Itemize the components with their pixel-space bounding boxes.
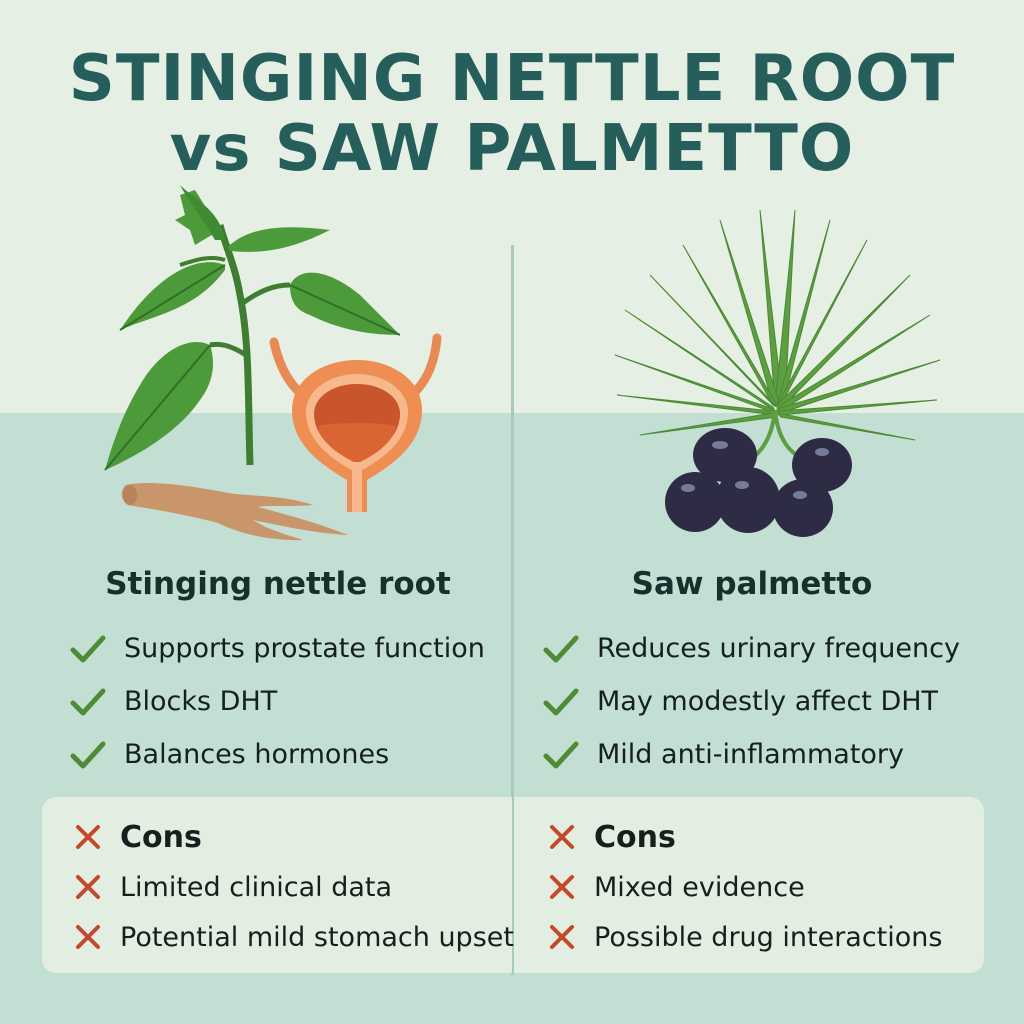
cons-heading-text: Cons <box>594 819 676 855</box>
title-line-1: STINGING NETTLE ROOT <box>68 42 956 116</box>
check-icon <box>543 688 579 715</box>
title-line-2: vs SAW PALMETTO <box>169 112 855 186</box>
check-icon <box>70 741 106 768</box>
pro-item: Balances hormones <box>70 728 485 781</box>
check-icon <box>543 635 579 662</box>
cross-icon <box>76 875 100 899</box>
pro-text: Blocks DHT <box>124 686 278 717</box>
con-item: Possible drug interactions <box>548 912 942 962</box>
left-pros-list: Supports prostate function Blocks DHT Ba… <box>70 622 485 781</box>
right-cons-box <box>514 797 984 973</box>
root-icon <box>121 482 349 541</box>
con-text: Mixed evidence <box>594 871 805 903</box>
left-cons-box <box>42 797 512 973</box>
pro-item: Blocks DHT <box>70 675 485 728</box>
right-cons-list: Cons Mixed evidence Possible drug intera… <box>548 812 942 962</box>
con-item: Potential mild stomach upset <box>74 912 514 962</box>
bladder-prostate-icon <box>269 333 442 512</box>
cross-icon <box>550 825 574 849</box>
pro-text: Reduces urinary frequency <box>597 633 960 664</box>
page-title: STINGING NETTLE ROOT vs SAW PALMETTO <box>0 44 1024 184</box>
left-column-title: Stinging nettle root <box>105 566 451 602</box>
pro-item: Mild anti-inflammatory <box>543 728 960 781</box>
cross-icon <box>550 925 574 949</box>
right-column-title: Saw palmetto <box>631 566 873 602</box>
nettle-plant-icon <box>104 185 400 471</box>
cross-icon <box>76 825 100 849</box>
con-text: Potential mild stomach upset <box>120 921 514 953</box>
column-divider <box>511 245 514 975</box>
con-text: Limited clinical data <box>120 871 393 903</box>
cons-heading: Cons <box>548 812 942 862</box>
right-pros-list: Reduces urinary frequency May modestly a… <box>543 622 960 781</box>
con-item: Limited clinical data <box>74 862 514 912</box>
cross-icon <box>76 925 100 949</box>
pro-item: May modestly affect DHT <box>543 675 960 728</box>
berries-icon <box>665 409 852 537</box>
left-cons-list: Cons Limited clinical data Potential mil… <box>74 812 514 962</box>
cons-heading-text: Cons <box>120 819 202 855</box>
pro-text: May modestly affect DHT <box>597 686 939 717</box>
con-item: Mixed evidence <box>548 862 942 912</box>
con-text: Possible drug interactions <box>594 921 943 953</box>
cons-heading: Cons <box>74 812 514 862</box>
pro-text: Supports prostate function <box>124 633 485 664</box>
palm-frond-icon <box>614 209 941 441</box>
pro-item: Reduces urinary frequency <box>543 622 960 675</box>
cross-icon <box>550 875 574 899</box>
check-icon <box>70 688 106 715</box>
pro-item: Supports prostate function <box>70 622 485 675</box>
pro-text: Mild anti-inflammatory <box>597 739 905 770</box>
check-icon <box>70 635 106 662</box>
pro-text: Balances hormones <box>124 739 390 770</box>
check-icon <box>543 741 579 768</box>
